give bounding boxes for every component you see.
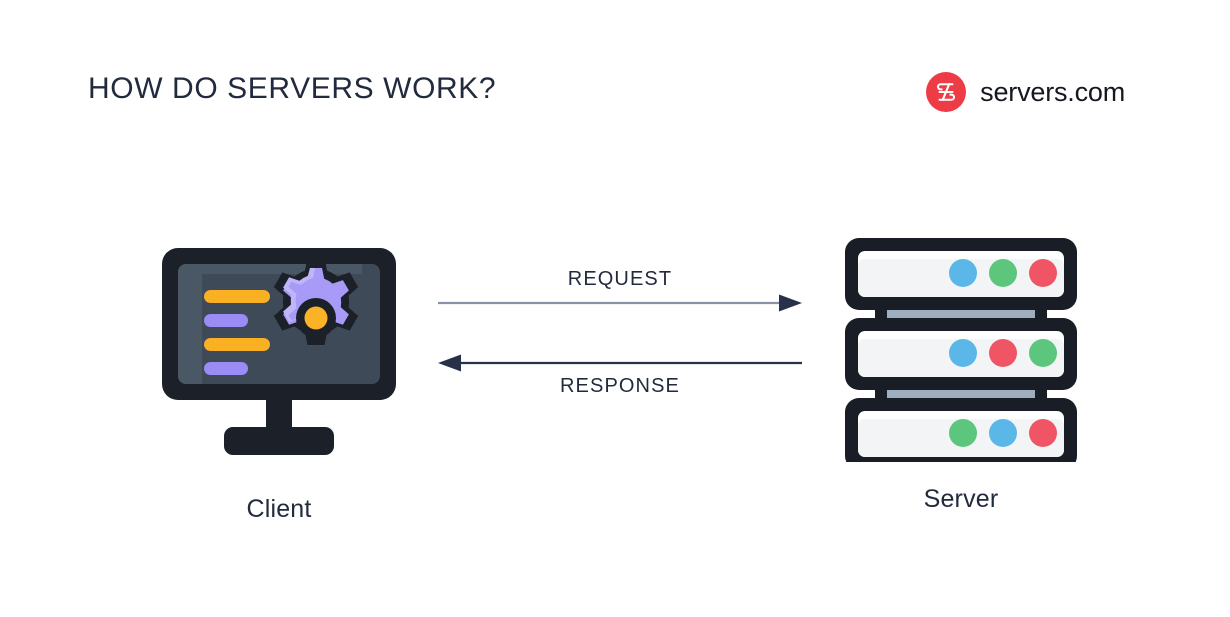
- monitor-gear-icon: [162, 248, 396, 455]
- server-rack-icon: [845, 238, 1077, 470]
- response-arrow-icon: [438, 354, 802, 372]
- led-red: [989, 339, 1017, 367]
- led-blue: [949, 259, 977, 287]
- diagram-node-server: Server: [836, 232, 1086, 514]
- server-rack-1: [845, 238, 1077, 310]
- led-green: [989, 259, 1017, 287]
- server-caption: Server: [923, 485, 999, 513]
- server-rack-3: [845, 398, 1077, 470]
- diagram-node-client: Client: [148, 222, 410, 524]
- request-arrow-icon: [438, 294, 802, 312]
- brand-wordmark: servers.com: [980, 76, 1125, 107]
- led-red: [1029, 259, 1057, 287]
- led-green: [1029, 339, 1057, 367]
- led-blue: [949, 339, 977, 367]
- server-rack-2: [845, 318, 1077, 390]
- brand-logo[interactable]: servers.com: [926, 72, 1125, 112]
- request-flow-label: REQUEST: [567, 268, 673, 290]
- page-title: HOW DO SERVERS WORK?: [88, 72, 497, 105]
- client-caption: Client: [246, 495, 312, 523]
- led-green: [949, 419, 977, 447]
- led-blue: [989, 419, 1017, 447]
- servers-com-logo-icon: [926, 72, 967, 112]
- led-red: [1029, 419, 1057, 447]
- response-flow-label: RESPONSE: [560, 375, 680, 397]
